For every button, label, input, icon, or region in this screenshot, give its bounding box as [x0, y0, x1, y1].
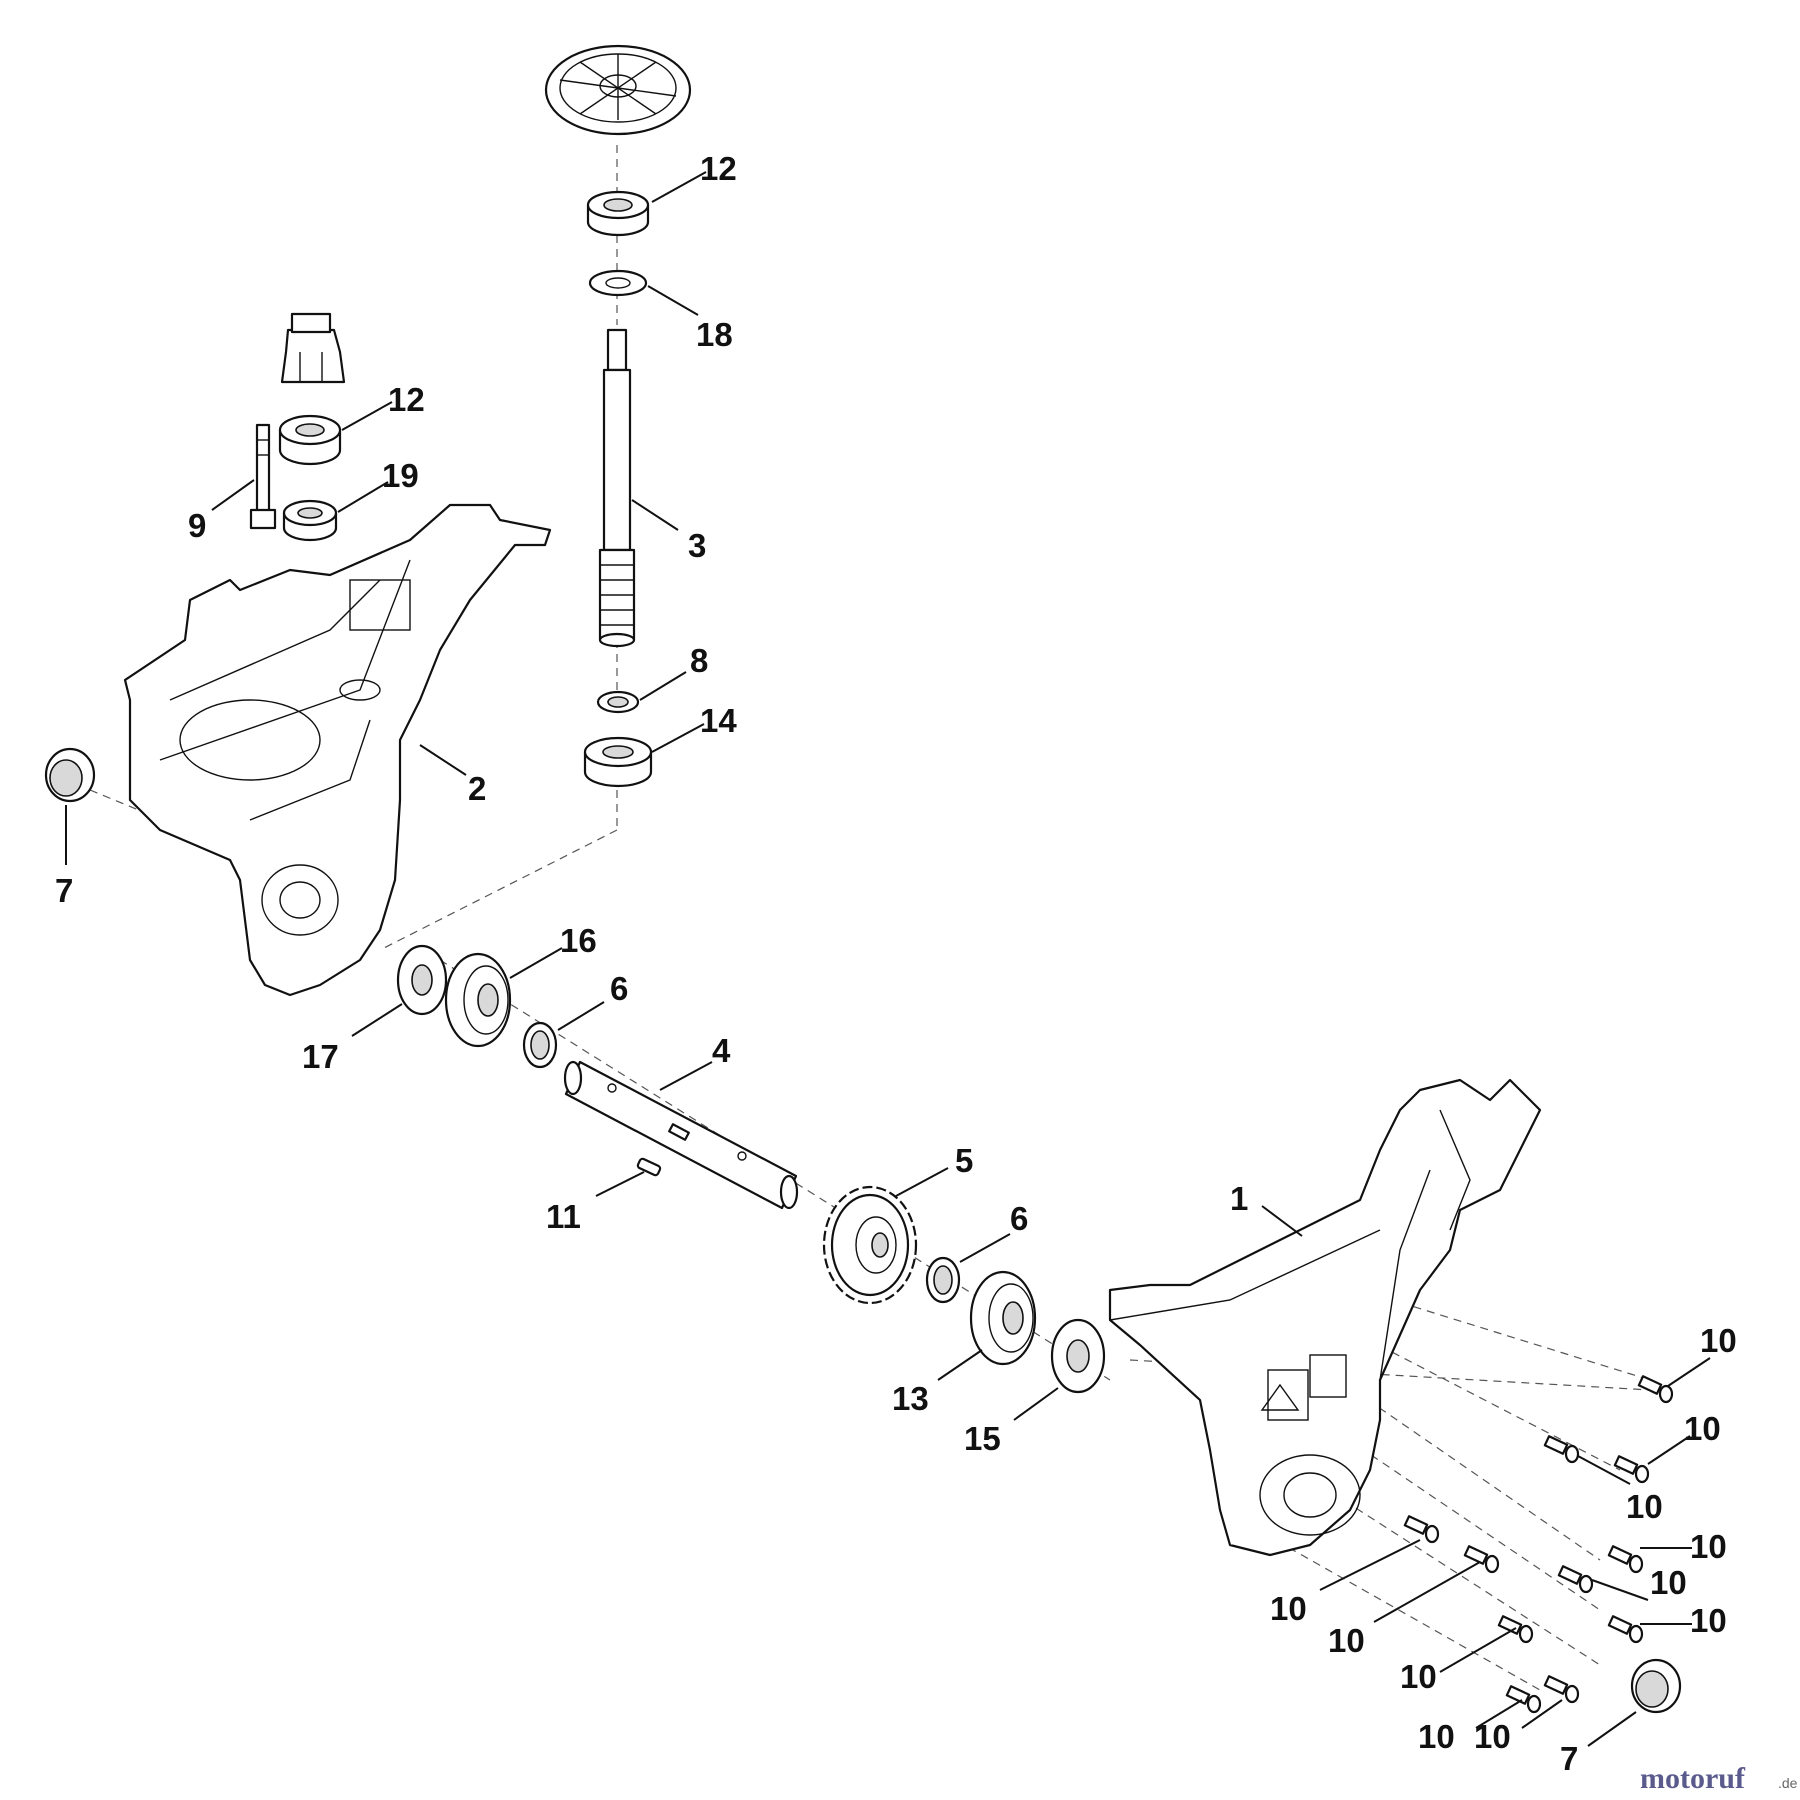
cap-7-left — [44, 747, 96, 803]
callout-1: 1 — [1230, 1180, 1248, 1217]
callout-7: 7 — [1560, 1740, 1578, 1777]
screw-10 — [1543, 1675, 1580, 1704]
callout-10: 10 — [1328, 1622, 1365, 1659]
coupling-part — [280, 312, 346, 384]
watermark-logo: motoruf .de — [1640, 1762, 1798, 1795]
sleeve-6-right — [925, 1256, 961, 1304]
callout-8: 8 — [690, 642, 708, 679]
callout-12: 12 — [700, 150, 737, 187]
bearing-16 — [444, 952, 512, 1048]
top-gear-wheel — [544, 44, 692, 136]
callout-10: 10 — [1418, 1718, 1455, 1755]
callout-10: 10 — [1700, 1322, 1737, 1359]
key-11 — [636, 1157, 662, 1177]
callout-10: 10 — [1650, 1564, 1687, 1601]
callout-10: 10 — [1474, 1718, 1511, 1755]
bearing-14 — [583, 736, 653, 788]
seal-19 — [282, 499, 338, 542]
callout-6: 6 — [610, 970, 628, 1007]
bearing-12-top — [586, 190, 650, 237]
callout-19: 19 — [382, 457, 419, 494]
screw-10 — [1557, 1565, 1594, 1594]
housing-half-2 — [123, 503, 552, 997]
callout-16: 16 — [560, 922, 597, 959]
callout-5: 5 — [955, 1142, 973, 1179]
callout-9: 9 — [188, 507, 206, 544]
ring-8 — [596, 690, 640, 714]
callout-13: 13 — [892, 1380, 929, 1417]
screw-10 — [1637, 1375, 1674, 1404]
screw-10 — [1613, 1455, 1650, 1484]
callout-11: 11 — [546, 1198, 581, 1235]
callout-6: 6 — [1010, 1200, 1028, 1237]
screw-10 — [1607, 1615, 1644, 1644]
housing-half-1 — [1108, 1078, 1542, 1557]
bearing-12-left — [278, 414, 342, 466]
callout-4: 4 — [712, 1032, 731, 1069]
bearing-13 — [969, 1270, 1037, 1366]
screw-10 — [1463, 1545, 1500, 1574]
callout-labels: 12 18 12 19 9 3 8 14 2 7 16 6 17 4 5 11 … — [55, 150, 1737, 1777]
callout-10: 10 — [1690, 1602, 1727, 1639]
shaft-3 — [598, 328, 636, 648]
screw-10 — [1403, 1515, 1440, 1544]
callout-10: 10 — [1626, 1488, 1663, 1525]
callout-2: 2 — [468, 770, 486, 807]
screw-10 — [1607, 1545, 1644, 1574]
callout-17: 17 — [302, 1038, 339, 1075]
screw-10 — [1543, 1435, 1580, 1464]
callout-14: 14 — [700, 702, 737, 739]
leader-lines — [65, 171, 1711, 1747]
callout-3: 3 — [688, 527, 706, 564]
callout-7: 7 — [55, 872, 73, 909]
screw-9 — [249, 423, 277, 530]
shaft-4 — [563, 1060, 799, 1210]
callout-12: 12 — [388, 381, 425, 418]
screw-10 — [1505, 1685, 1542, 1714]
callout-10: 10 — [1400, 1658, 1437, 1695]
callout-10: 10 — [1690, 1528, 1727, 1565]
ring-15 — [1050, 1318, 1106, 1394]
callout-15: 15 — [964, 1420, 1001, 1457]
callout-10: 10 — [1684, 1410, 1721, 1447]
callout-10: 10 — [1270, 1590, 1307, 1627]
gear-5 — [822, 1185, 918, 1305]
sleeve-6-left — [522, 1021, 558, 1069]
watermark-brand: motoruf — [1640, 1762, 1746, 1795]
ring-17 — [396, 944, 448, 1016]
screws-10 — [1403, 1375, 1674, 1714]
cap-7-right — [1630, 1658, 1682, 1714]
callout-18: 18 — [696, 316, 733, 353]
washer-18 — [588, 269, 648, 297]
watermark-domain: .de — [1778, 1775, 1798, 1791]
